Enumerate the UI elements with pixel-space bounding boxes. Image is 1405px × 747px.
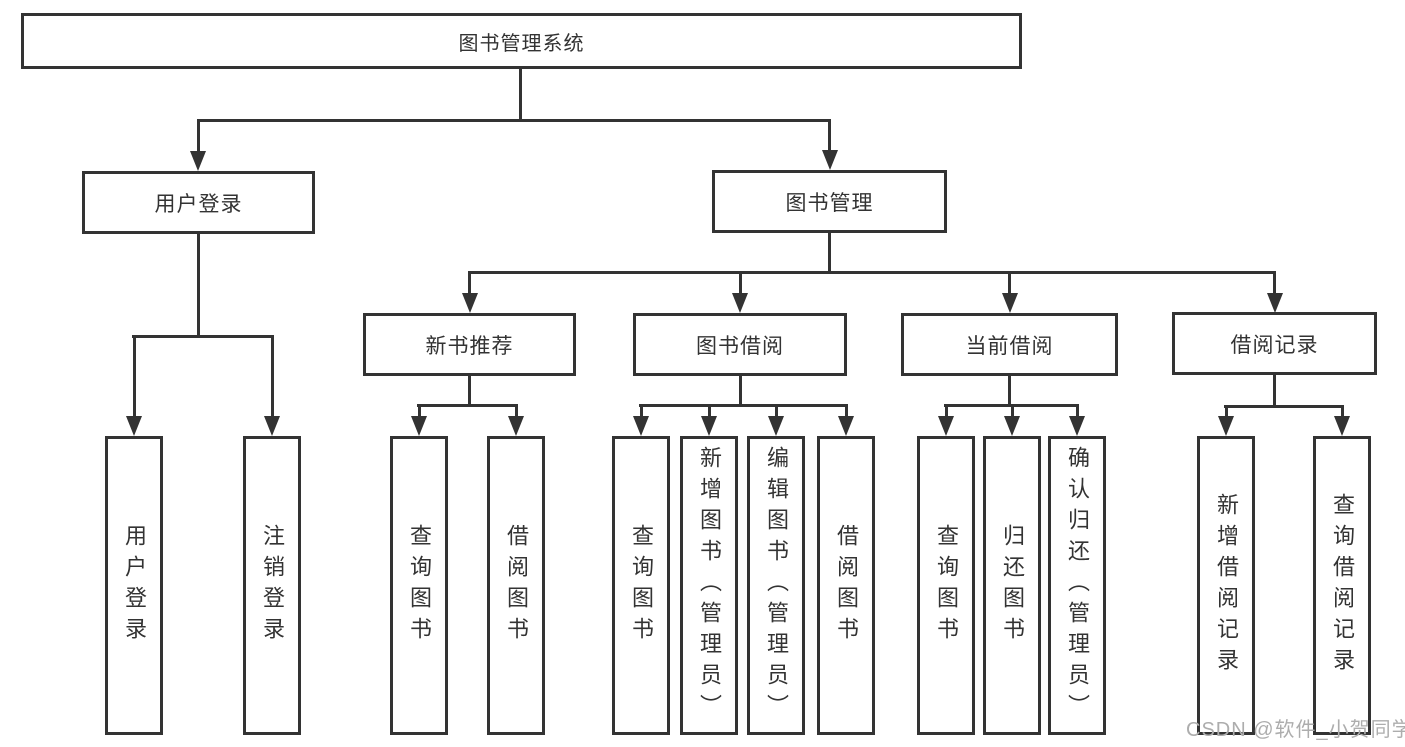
node-label: 查询借阅记录: [1330, 492, 1355, 679]
connector-line: [132, 335, 274, 338]
node-label: 图书借阅: [696, 334, 784, 358]
arrowhead-down-icon: [822, 150, 838, 170]
arrowhead-down-icon: [1334, 416, 1350, 436]
node-borrow-records: 借阅记录: [1172, 312, 1377, 375]
connector-line: [828, 233, 831, 274]
connector-line: [708, 404, 711, 419]
node-leaf-borrow-book-1: 借阅图书: [487, 436, 545, 735]
node-label: 查询图书: [629, 523, 654, 648]
arrowhead-down-icon: [768, 416, 784, 436]
connector-line: [1273, 375, 1276, 408]
csdn-watermark: CSDN @软件_小贺同学: [1186, 719, 1405, 741]
arrowhead-down-icon: [190, 151, 206, 171]
arrowhead-down-icon: [1069, 416, 1085, 436]
connector-line: [640, 404, 643, 419]
node-label: 注销登录: [260, 523, 285, 648]
node-label: 借阅图书: [504, 523, 529, 648]
node-leaf-query-book-1: 查询图书: [390, 436, 448, 735]
node-leaf-confirm-return-admin: 确认归还（管理员）: [1048, 436, 1106, 735]
arrowhead-down-icon: [838, 416, 854, 436]
connector-line: [1008, 375, 1011, 407]
node-book-management: 图书管理: [712, 170, 947, 233]
node-label: 当前借阅: [965, 334, 1054, 358]
node-label: 查询图书: [407, 523, 432, 648]
node-current-borrowing: 当前借阅: [901, 313, 1118, 376]
connector-line: [197, 234, 200, 337]
node-label: 确认归还（管理员）: [1065, 446, 1090, 725]
connector-line: [739, 376, 742, 407]
node-leaf-query-book-2: 查询图书: [612, 436, 670, 735]
arrowhead-down-icon: [462, 293, 478, 313]
connector-line: [468, 376, 471, 407]
connector-line: [828, 119, 831, 154]
connector-line: [515, 404, 518, 419]
node-leaf-return-book: 归还图书: [983, 436, 1041, 735]
arrowhead-down-icon: [411, 416, 427, 436]
node-label: 新增图书（管理员）: [697, 446, 722, 725]
node-label: 编辑图书（管理员）: [764, 446, 789, 725]
arrowhead-down-icon: [264, 416, 280, 436]
node-label: 归还图书: [1000, 523, 1025, 648]
node-label: 图书管理: [785, 191, 874, 215]
connector-line: [1273, 271, 1276, 297]
arrowhead-down-icon: [938, 416, 954, 436]
arrowhead-down-icon: [1004, 416, 1020, 436]
node-label: 查询图书: [934, 523, 959, 648]
connector-line: [1011, 404, 1014, 419]
arrowhead-down-icon: [633, 416, 649, 436]
connector-line: [1008, 271, 1011, 297]
node-leaf-query-book-3: 查询图书: [917, 436, 975, 735]
connector-line: [845, 404, 848, 419]
node-label: 图书管理系统: [458, 32, 585, 55]
connector-line: [197, 119, 831, 122]
node-leaf-query-borrow-record: 查询借阅记录: [1313, 436, 1371, 735]
connector-line: [197, 119, 200, 154]
node-library-system: 图书管理系统: [21, 13, 1022, 69]
node-label: 新书推荐: [425, 334, 514, 358]
arrowhead-down-icon: [732, 293, 748, 313]
connector-line: [468, 271, 471, 297]
arrowhead-down-icon: [126, 416, 142, 436]
node-label: 用户登录: [122, 523, 147, 648]
connector-line: [639, 404, 848, 407]
node-leaf-logout: 注销登录: [243, 436, 301, 735]
node-leaf-user-login: 用户登录: [105, 436, 163, 735]
connector-line: [133, 335, 136, 419]
node-label: 新增借阅记录: [1214, 492, 1239, 679]
node-label: 用户登录: [154, 192, 243, 216]
connector-line: [1224, 405, 1344, 408]
connector-line: [1225, 405, 1228, 419]
connector-line: [417, 404, 518, 407]
node-new-book-recommend: 新书推荐: [363, 313, 576, 376]
connector-line: [519, 69, 522, 121]
connector-line: [739, 271, 742, 297]
connector-line: [1341, 405, 1344, 419]
node-book-borrowing: 图书借阅: [633, 313, 847, 376]
node-label: 借阅图书: [834, 523, 859, 648]
arrowhead-down-icon: [1002, 293, 1018, 313]
connector-line: [271, 335, 274, 419]
connector-line: [945, 404, 948, 419]
connector-line: [775, 404, 778, 419]
arrowhead-down-icon: [508, 416, 524, 436]
node-leaf-borrow-book-2: 借阅图书: [817, 436, 875, 735]
connector-line: [418, 404, 421, 419]
arrowhead-down-icon: [701, 416, 717, 436]
arrowhead-down-icon: [1267, 293, 1283, 313]
connector-line: [1076, 404, 1079, 419]
node-leaf-add-book-admin: 新增图书（管理员）: [680, 436, 738, 735]
node-label: 借阅记录: [1230, 333, 1319, 357]
node-user-login: 用户登录: [82, 171, 315, 234]
connector-line: [468, 271, 1276, 274]
node-leaf-add-borrow-record: 新增借阅记录: [1197, 436, 1255, 735]
arrowhead-down-icon: [1218, 416, 1234, 436]
node-leaf-edit-book-admin: 编辑图书（管理员）: [747, 436, 805, 735]
